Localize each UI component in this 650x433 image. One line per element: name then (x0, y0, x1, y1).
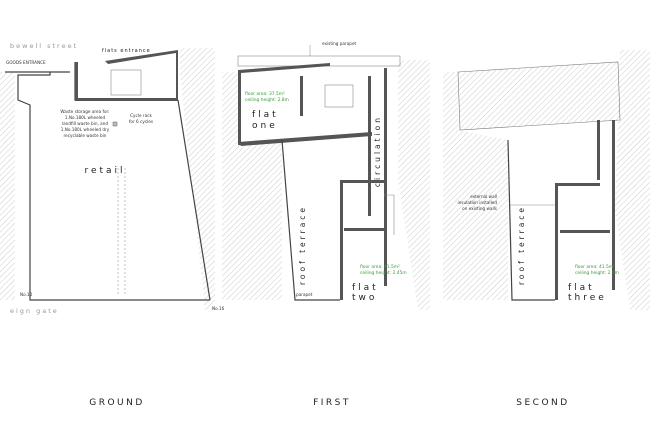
neighbour-hatch-right (180, 48, 215, 310)
svg-text:three: three (568, 293, 607, 303)
stair-core-walls (105, 50, 178, 100)
first-title: FIRST (313, 398, 351, 408)
svg-text:Cycle rack: Cycle rack (130, 113, 152, 118)
svg-text:landfill waste bin, and: landfill waste bin, and (62, 121, 108, 126)
svg-text:1.No.180L wheeled dry: 1.No.180L wheeled dry (61, 127, 110, 132)
flat-one-area: floor area: 37.5m² (245, 91, 285, 97)
room-label-retail: retail (84, 166, 125, 176)
neighbour-hatch-left (222, 72, 282, 300)
flat-one-label: flat one (252, 110, 279, 131)
parapet-label: parapet (296, 292, 313, 297)
existing-parapet-note: existing parapet (322, 41, 357, 46)
svg-text:flat: flat (352, 283, 379, 293)
no16-label: No.16 (212, 306, 225, 311)
flat-three-label: flat three (568, 283, 607, 303)
roof-terrace-label: roof terrace (298, 205, 307, 285)
svg-text:recyclable waste bin: recyclable waste bin (64, 133, 107, 138)
neighbour-hatch-left (443, 72, 508, 300)
svg-text:external wall: external wall (470, 194, 497, 199)
cycle-rack-note: Cycle rack for 6 cycles (129, 113, 153, 124)
svg-text:flat: flat (252, 110, 279, 120)
street-name: bewell street (10, 42, 78, 50)
waste-storage-note: Waste storage area for: 1.No.180L wheele… (60, 109, 109, 138)
roof-over-first (457, 61, 621, 131)
flats-entrance-label: flats entrance (102, 48, 151, 54)
svg-text:flat: flat (568, 283, 595, 293)
flat-three-height: ceiling height: 2.4m (575, 270, 619, 276)
neighbour-hatch-left (0, 72, 15, 300)
insulation-note: external wall insulation installed on ex… (457, 194, 497, 211)
first-floor-plan: existing parapet floor area: 37.5m² ceil… (222, 41, 430, 310)
svg-text:two: two (352, 293, 377, 303)
goods-entrance-label: GOODS ENTRANCE (6, 60, 46, 65)
svg-text:on existing walls: on existing walls (462, 206, 497, 211)
no10-label: No.10 (20, 292, 33, 297)
flat-two-area: floor area: 41.5m² (360, 264, 400, 270)
circulation-label: circulation (373, 115, 382, 187)
flat-two-height: ceiling height: 2.45m (360, 270, 407, 276)
svg-text:for 6 cycles: for 6 cycles (129, 119, 153, 124)
flat-one-height: ceiling height: 2.8m (245, 97, 289, 103)
flat-three-area: floor area: 41.5m² (575, 264, 615, 270)
roof-terrace-label: roof terrace (517, 205, 526, 285)
svg-text:insulation installed: insulation installed (457, 200, 497, 205)
svg-text:one: one (252, 121, 278, 131)
eign-gate-label: eign gate (10, 307, 59, 315)
flat-two-label: flat two (352, 283, 379, 303)
ground-floor-plan: bewell street GOODS ENTRANCE flats entra… (0, 42, 225, 315)
svg-text:1.No.180L wheeled: 1.No.180L wheeled (65, 115, 106, 120)
ground-title: GROUND (89, 398, 145, 408)
neighbour-hatch-right (398, 60, 430, 310)
svg-text:Waste storage area for:: Waste storage area for: (60, 109, 109, 114)
second-floor-plan: external wall insulation installed on ex… (443, 50, 650, 310)
neighbour-hatch-right (615, 50, 650, 310)
second-title: SECOND (516, 398, 569, 408)
